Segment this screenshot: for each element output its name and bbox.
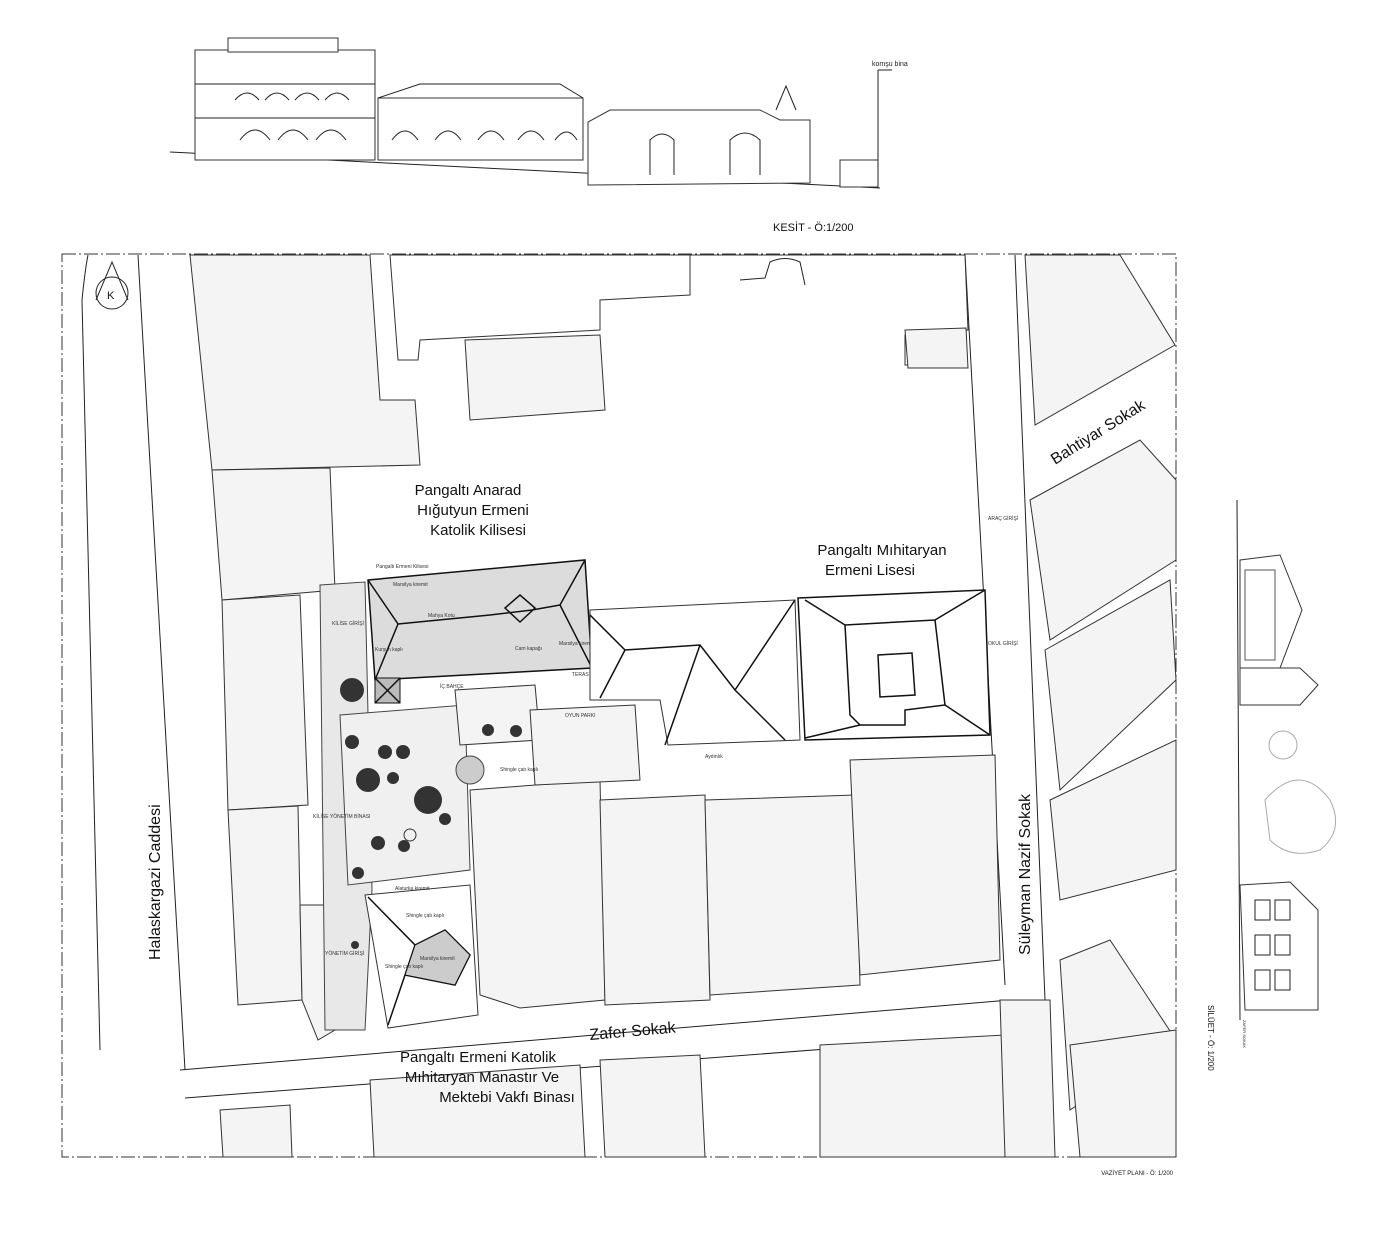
street-label-zafer: Zafer Sokak <box>589 1019 677 1044</box>
roof-note: Shingle çatı kaplı <box>500 767 538 773</box>
silhouette-drawing: ZAFER SOKAK <box>1236 499 1337 1048</box>
roof-note: Marsilya kiremit <box>559 641 594 647</box>
site-plan-title: VAZİYET PLANI - Ö: 1/200 <box>1101 1170 1173 1177</box>
svg-text:Ermeni Lisesi: Ermeni Lisesi <box>825 562 915 579</box>
church-roof-plan: Pangaltı Ermeni Kilisesi Marsilya kiremi… <box>332 559 594 704</box>
svg-text:Katolik Kilisesi: Katolik Kilisesi <box>430 522 526 539</box>
roof-note: OYUN PARKI <box>565 713 595 719</box>
neighbor-buildings-south <box>469 754 1056 1158</box>
entrance-note: ARAÇ GİRİŞİ <box>988 515 1018 522</box>
foundation-roof-plan: Alaturka kiremit Shingle çatı kaplı Shin… <box>313 813 479 1029</box>
roof-note: Mahya Kotu <box>428 613 455 619</box>
foundation-label: Pangaltı Ermeni Katolik Mıhitaryan Manas… <box>400 1049 575 1106</box>
entrance-note: KİLİSE YÖNETİM BİNASI <box>313 813 370 820</box>
roof-note: Marsilya kiremit <box>393 582 428 588</box>
roof-note: Marsilya kiremit <box>420 956 455 962</box>
neighbor-buildings-north <box>389 254 969 421</box>
roof-note: Cam kapağı <box>515 646 542 652</box>
entrance-note: YÖNETİM GİRİŞİ <box>325 950 364 957</box>
svg-text:ZAFER SOKAK: ZAFER SOKAK <box>1242 1020 1247 1048</box>
street-label-suleyman: Süleyman Nazif Sokak <box>1017 793 1034 955</box>
roof-note: Kurşun kaplı <box>375 647 403 653</box>
svg-text:Pangaltı Ermeni Katolik: Pangaltı Ermeni Katolik <box>400 1049 556 1066</box>
entrance-note: OKUL GİRİŞİ <box>988 640 1018 647</box>
school-label: Pangaltı Mıhitaryan Ermeni Lisesi <box>817 542 946 579</box>
arched-windows <box>195 83 375 141</box>
roof-note: Shingle çatı kaplı <box>385 964 423 970</box>
north-arrow-icon: K <box>95 260 129 310</box>
svg-text:Hığutyun Ermeni: Hığutyun Ermeni <box>417 502 529 519</box>
svg-text:Mıhitaryan Manastır Ve: Mıhitaryan Manastır Ve <box>405 1069 559 1086</box>
roof-note: İÇ BAHÇE <box>440 683 464 690</box>
church-small-label: Pangaltı Ermeni Kilisesi <box>376 564 429 570</box>
silhouette-title: SİLÜET - Ö: 1/200 <box>1206 1005 1215 1071</box>
garden-trees <box>340 678 522 949</box>
street-edge <box>81 299 101 1051</box>
street-label-halaskargazi: Halaskargazi Caddesi <box>147 804 164 960</box>
svg-text:Pangaltı Anarad: Pangaltı Anarad <box>415 482 522 499</box>
roof-note: Shingle çatı kaplı <box>406 913 444 919</box>
entrance-note: KİLİSE GİRİŞİ <box>332 620 364 627</box>
section-title: KESİT - Ö:1/200 <box>773 221 854 234</box>
neighbor-buildings-east <box>1024 254 1177 1158</box>
svg-text:Pangaltı Mıhitaryan: Pangaltı Mıhitaryan <box>817 542 946 559</box>
roof-note: Aydınlık <box>705 754 723 760</box>
roof-note: Alaturka kiremit <box>395 886 430 892</box>
roof-note: TERAS <box>572 672 589 678</box>
svg-text:Mektebi Vakfı Binası: Mektebi Vakfı Binası <box>439 1089 575 1106</box>
section-drawing: komşu bina <box>169 37 908 189</box>
neighbor-building-label: komşu bina <box>872 61 908 68</box>
church-label: Pangaltı Anarad Hığutyun Ermeni Katolik … <box>415 482 529 539</box>
school-roof-plan: OYUN PARKI Shingle çatı kaplı Aydınlık O… <box>500 515 1018 786</box>
svg-text:K: K <box>107 290 115 302</box>
